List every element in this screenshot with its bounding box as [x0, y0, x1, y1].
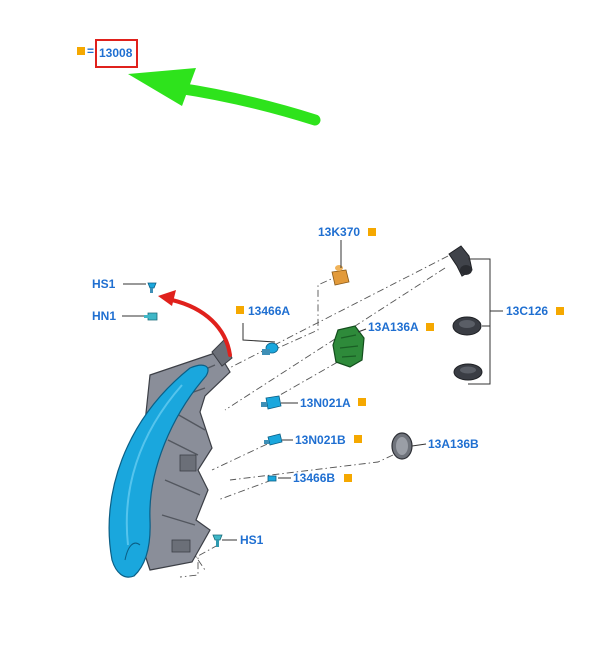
cap-13c126-icon[interactable] — [452, 316, 482, 336]
label-13466a[interactable]: 13466A — [248, 304, 290, 318]
label-13n021b[interactable]: 13N021B — [295, 433, 346, 447]
leader-lines — [122, 240, 503, 541]
module-13a136a-icon[interactable] — [332, 325, 365, 368]
green-arrow-icon — [128, 68, 321, 126]
highlight-box — [95, 39, 138, 68]
main-part-number-link[interactable]: 13008 — [99, 46, 133, 60]
label-hn1[interactable]: HN1 — [92, 309, 116, 323]
grommet-13c126-icon[interactable] — [453, 363, 483, 381]
marker-13c126 — [556, 307, 564, 315]
label-13c126[interactable]: 13C126 — [506, 304, 548, 318]
red-arrow-icon — [158, 290, 232, 357]
marker-13n021b — [354, 435, 362, 443]
label-13466b[interactable]: 13466B — [293, 471, 335, 485]
label-13a136b[interactable]: 13A136B — [428, 437, 479, 451]
label-13n021a[interactable]: 13N021A — [300, 396, 351, 410]
bulb-13466a-icon[interactable] — [262, 342, 279, 355]
equals-sign: = — [87, 44, 94, 58]
marker-13466a — [236, 306, 244, 314]
headlamp-assembly-icon — [108, 339, 233, 578]
marker-13466b — [344, 474, 352, 482]
marker-13n021a — [358, 398, 366, 406]
screw-hs1-top-icon[interactable] — [147, 282, 157, 293]
cover-13a136b-icon[interactable] — [391, 432, 413, 460]
label-13a136a[interactable]: 13A136A — [368, 320, 419, 334]
elbow-13c126-icon[interactable] — [448, 245, 473, 277]
socket-13n021a-icon[interactable] — [261, 395, 282, 410]
label-13k370[interactable]: 13K370 — [318, 225, 360, 239]
marker-13k370 — [368, 228, 376, 236]
bulb-13466b-icon[interactable] — [267, 475, 277, 482]
marker-13a136a — [426, 323, 434, 331]
nut-hn1-icon[interactable] — [144, 312, 158, 321]
assembly-lines — [179, 255, 449, 578]
label-hs1-bottom[interactable]: HS1 — [240, 533, 264, 547]
label-hs1-top[interactable]: HS1 — [92, 277, 116, 291]
marker-13008 — [77, 47, 85, 55]
socket-13n021b-icon[interactable] — [264, 433, 283, 446]
screw-hs1-bottom-icon[interactable] — [212, 534, 223, 547]
